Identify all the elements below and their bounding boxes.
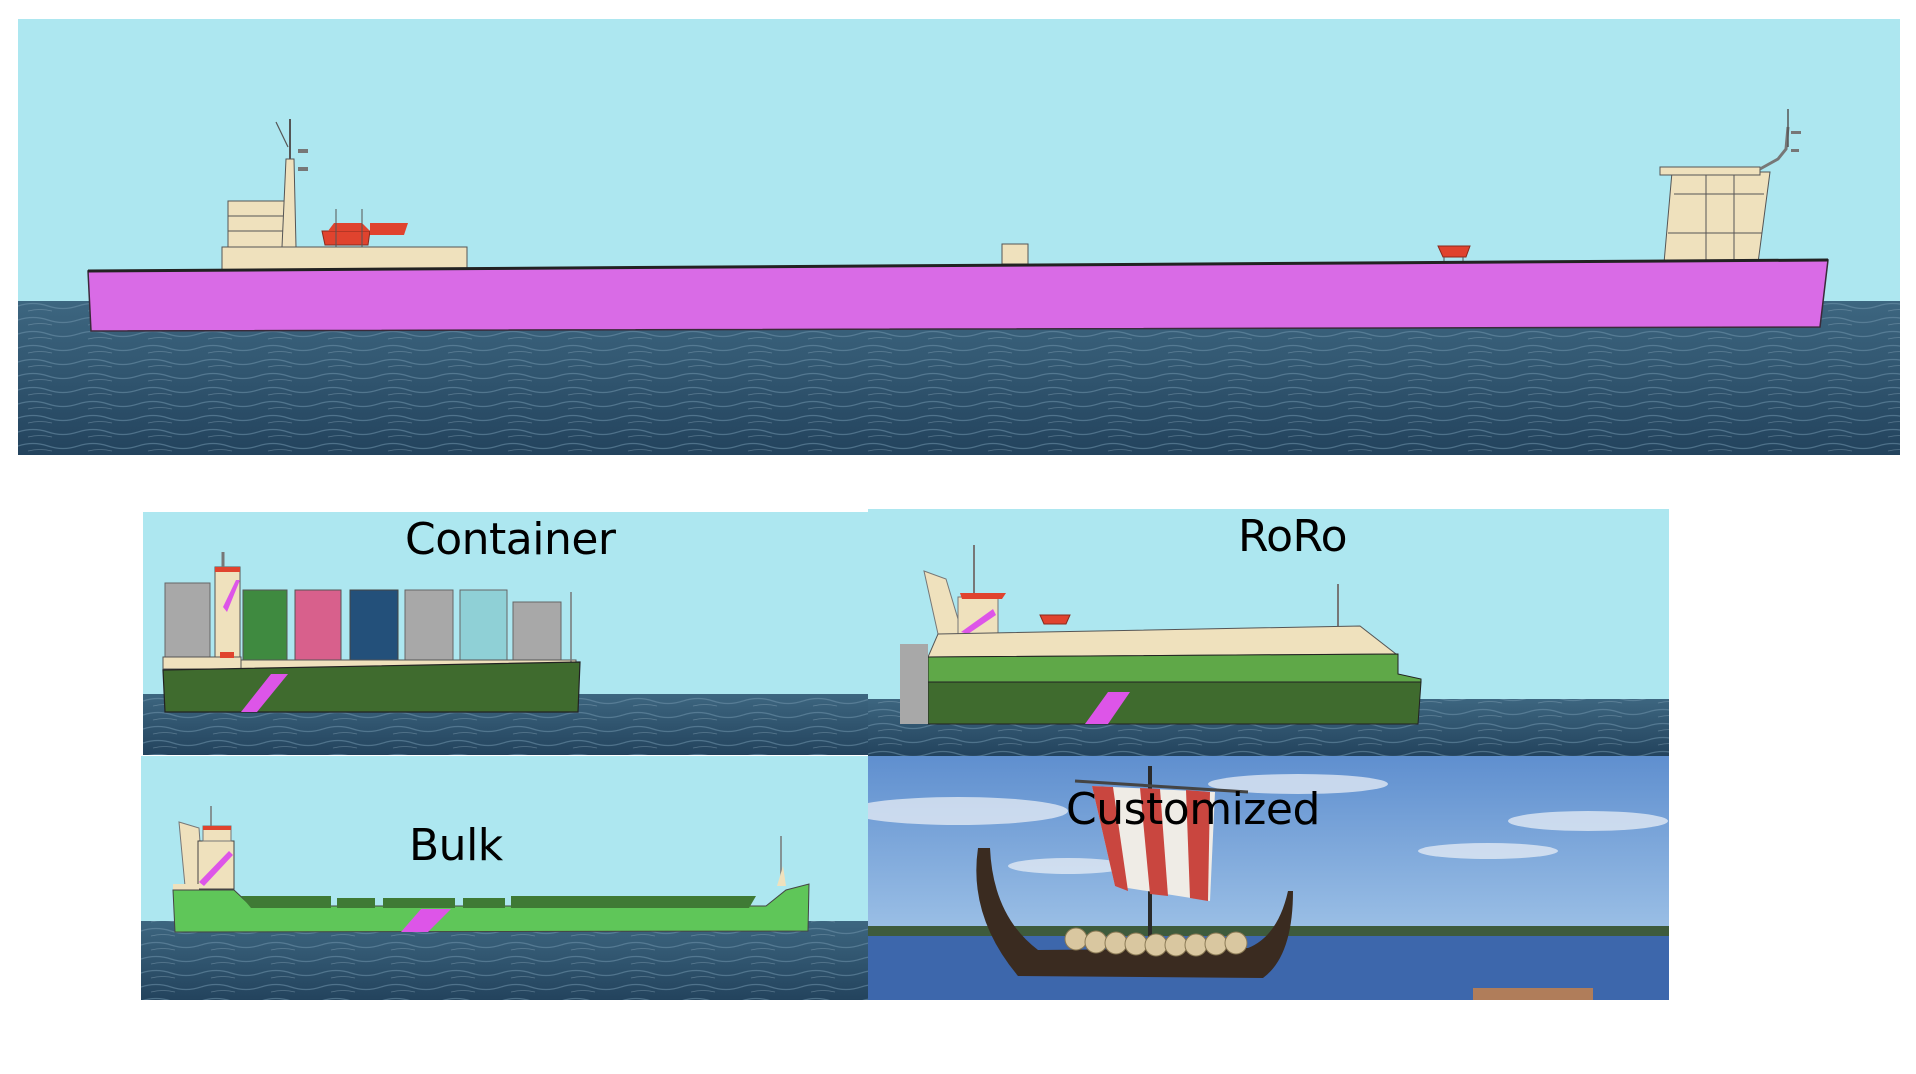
- shields: [1064, 927, 1248, 957]
- main-ship-panel: [18, 19, 1900, 455]
- container-ship-panel[interactable]: Container: [143, 512, 868, 755]
- deck-house: [1001, 243, 1029, 265]
- forward-superstructure: [1659, 109, 1801, 264]
- hull-stripe: [241, 674, 288, 712]
- variant-label-customized: Customized: [1066, 784, 1320, 835]
- container-ship-illustration: [143, 512, 868, 755]
- ship-hull: [162, 661, 581, 713]
- sail: [1074, 766, 1249, 946]
- viking-ship-photo: [868, 756, 1669, 1000]
- bulk-ship-illustration: [141, 756, 868, 1000]
- hull-stripe: [401, 909, 451, 932]
- lifeboat-icon: [1039, 614, 1071, 625]
- variant-label-container: Container: [405, 514, 616, 565]
- hatch-covers: [241, 896, 756, 908]
- bridge-tower: [173, 806, 235, 890]
- hull-stripe: [1085, 692, 1130, 724]
- bridge-tower: [162, 552, 242, 670]
- nameplate-stone: [1473, 988, 1593, 1000]
- hull-upper: [927, 653, 1422, 683]
- tree-line: [868, 926, 1669, 936]
- roro-ship-illustration: [868, 509, 1669, 756]
- customized-ship-panel[interactable]: Customized: [868, 756, 1669, 1000]
- variant-label-bulk: Bulk: [409, 820, 503, 871]
- lifeboat-icon: [321, 209, 408, 247]
- bulk-ship-panel[interactable]: Bulk: [141, 756, 868, 1000]
- main-ship-illustration: [18, 19, 1900, 455]
- stern-ramp: [900, 644, 928, 724]
- clouds: [868, 774, 1668, 874]
- ship-hull: [927, 681, 1422, 725]
- roro-ship-panel[interactable]: RoRo: [868, 509, 1669, 756]
- container-stacks: [164, 582, 562, 661]
- variant-label-roro: RoRo: [1238, 511, 1348, 562]
